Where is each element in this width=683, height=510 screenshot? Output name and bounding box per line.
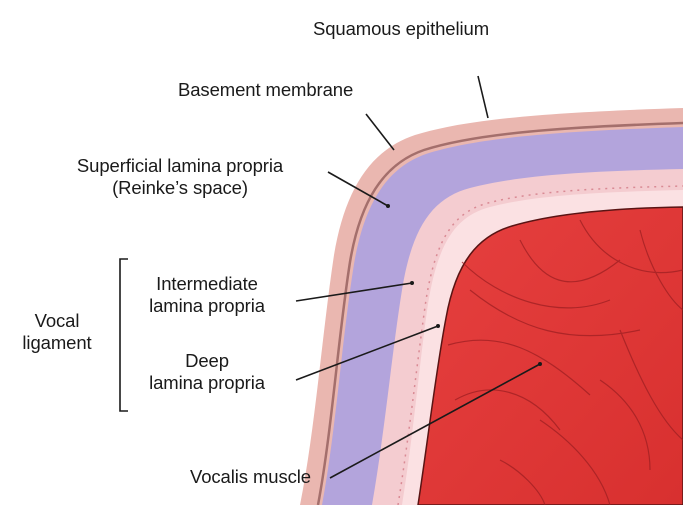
label-intermediate-lp-line1: Intermediate [122, 273, 292, 295]
label-deep-lp-line1: Deep [122, 350, 292, 372]
label-vocal-ligament-line2: ligament [2, 332, 112, 354]
label-vocal-ligament: Vocal ligament [2, 310, 112, 354]
label-basement-membrane: Basement membrane [178, 79, 353, 101]
label-superficial-lp-line2: (Reinke’s space) [40, 177, 320, 199]
label-squamous-epithelium: Squamous epithelium [313, 18, 489, 40]
label-vocal-ligament-line1: Vocal [2, 310, 112, 332]
label-deep-lamina-propria: Deep lamina propria [122, 350, 292, 394]
leader-squamous-epithelium [478, 76, 488, 118]
label-superficial-lp-line1: Superficial lamina propria [40, 155, 320, 177]
label-vocalis-muscle: Vocalis muscle [190, 466, 311, 488]
label-superficial-lamina-propria: Superficial lamina propria (Reinke’s spa… [40, 155, 320, 199]
label-intermediate-lamina-propria: Intermediate lamina propria [122, 273, 292, 317]
label-intermediate-lp-line2: lamina propria [122, 295, 292, 317]
leader-basement-membrane [366, 114, 394, 150]
label-deep-lp-line2: lamina propria [122, 372, 292, 394]
